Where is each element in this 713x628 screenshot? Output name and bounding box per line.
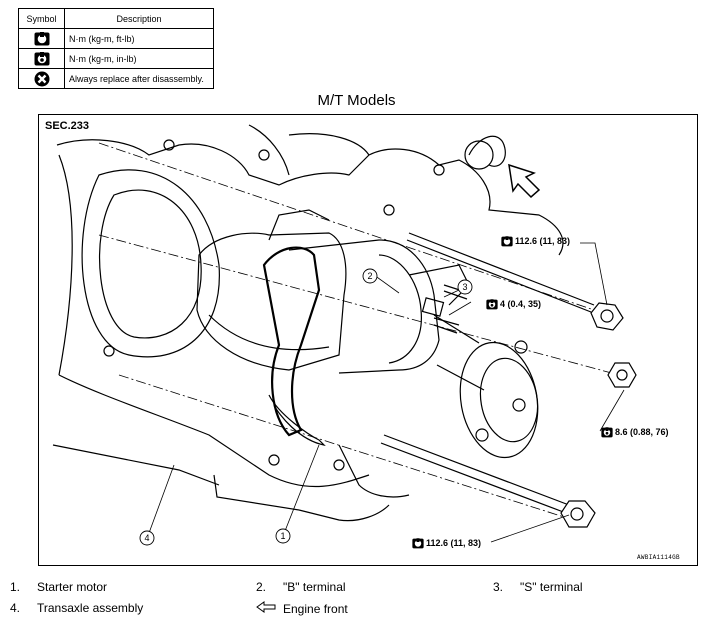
callout-2-text: 2 <box>367 271 372 281</box>
callout-3 <box>457 279 473 295</box>
torque-inlb-icon <box>486 299 498 310</box>
lower-bolt <box>380 434 596 528</box>
part-item-1: 1. Starter motor <box>10 580 107 594</box>
torque-inlb-icon <box>34 51 49 65</box>
legend-row: N·m (kg-m, ft-lb) <box>18 28 214 49</box>
engine-front-label: Engine front <box>283 602 348 616</box>
torque-label-nut: 8.6 (0.88, 76) <box>601 427 669 438</box>
section-label: SEC.233 <box>45 120 90 132</box>
legend-desc-replace: Always replace after disassembly. <box>64 68 214 89</box>
part-item-3: 3. "S" terminal <box>493 580 583 594</box>
torque-value-b-terminal: 4 (0.4, 35) <box>500 299 542 309</box>
starter-motor <box>196 209 539 459</box>
torque-ftlb-icon <box>501 236 513 247</box>
part-label: "S" terminal <box>520 580 583 594</box>
legend-row: N·m (kg-m, in-lb) <box>18 48 214 69</box>
starter-flange-outline <box>262 246 321 437</box>
symbol-legend-table: Symbol Description N·m (kg-m, ft-lb) N·m… <box>18 8 214 89</box>
part-number: 2. <box>256 580 267 594</box>
callout-4 <box>139 530 155 546</box>
leader-lines <box>148 242 625 543</box>
legend-row: Always replace after disassembly. <box>18 68 214 89</box>
part-item-2: 2. "B" terminal <box>256 580 346 594</box>
diagram-frame <box>38 114 698 566</box>
upper-bolt <box>406 232 624 331</box>
part-label: "B" terminal <box>283 580 346 594</box>
callout-1 <box>275 528 291 544</box>
torque-value-nut: 8.6 (0.88, 76) <box>615 427 669 437</box>
torque-ftlb-icon <box>34 31 49 45</box>
diagram-title: M/T Models <box>317 92 396 109</box>
part-item-4: 4. Transaxle assembly <box>10 601 143 615</box>
starter-installation-drawing: 1 2 3 4 <box>52 124 637 546</box>
callout-3-text: 3 <box>462 282 467 292</box>
legend-desc-ftlb: N·m (kg-m, ft-lb) <box>64 28 214 49</box>
part-label: Starter motor <box>37 580 108 594</box>
callouts <box>139 268 473 546</box>
torque-inlb-icon <box>601 427 613 438</box>
transaxle-housing <box>52 124 564 522</box>
engine-front-legend: Engine front <box>256 601 348 616</box>
part-number: 4. <box>10 601 21 615</box>
callout-4-text: 4 <box>144 533 149 543</box>
torque-label-lower-bolt: 112.6 (11, 83) <box>412 538 481 549</box>
torque-label-b-terminal: 4 (0.4, 35) <box>486 299 541 310</box>
figure-code: AWBIA1114GB <box>637 554 680 561</box>
mounting-nut <box>607 362 637 388</box>
bolt-axis-lines <box>98 142 620 526</box>
part-number: 3. <box>493 580 504 594</box>
torque-value-upper-bolt: 112.6 (11, 83) <box>515 236 571 246</box>
torque-label-upper-bolt: 112.6 (11, 83) <box>501 236 570 247</box>
legend-header-description: Description <box>64 8 214 29</box>
legend-desc-inlb: N·m (kg-m, in-lb) <box>64 48 214 69</box>
part-label: Transaxle assembly <box>37 601 144 615</box>
torque-value-lower-bolt: 112.6 (11, 83) <box>426 538 482 548</box>
torque-ftlb-icon <box>412 538 424 549</box>
engine-front-arrow <box>508 163 541 199</box>
engine-front-arrow-icon <box>256 601 283 616</box>
callout-1-text: 1 <box>280 531 285 541</box>
legend-header-symbol: Symbol <box>18 8 65 29</box>
always-replace-icon <box>34 71 49 86</box>
callout-2 <box>362 268 378 284</box>
part-number: 1. <box>10 580 21 594</box>
